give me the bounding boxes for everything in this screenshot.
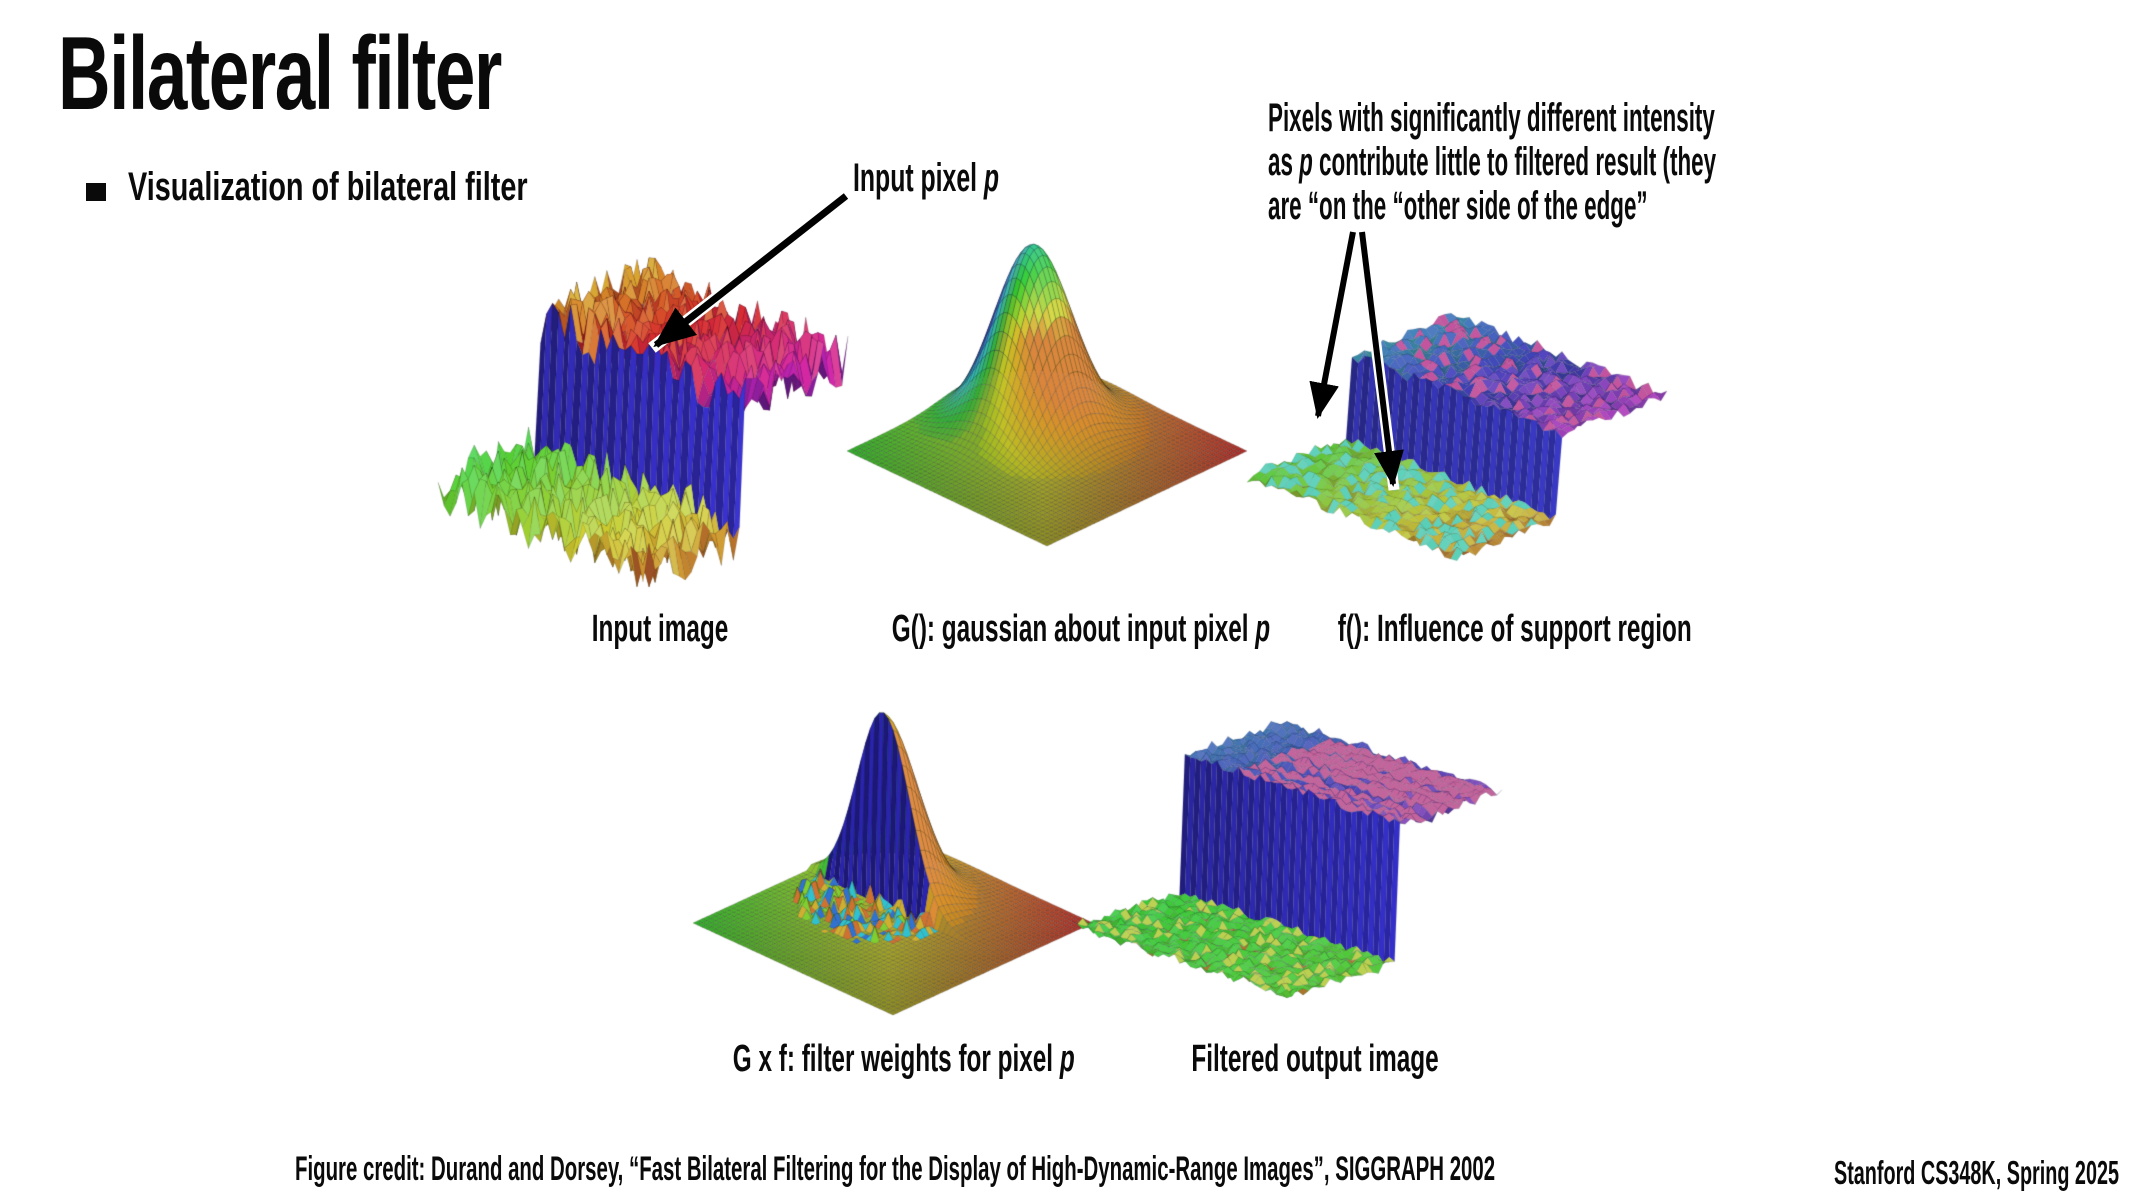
caption-weights-text: G x f: filter weights for pixel — [732, 1038, 1060, 1080]
note-annotation: Pixels with significantly different inte… — [1268, 96, 1716, 228]
page-title: Bilateral filter — [58, 16, 502, 132]
caption-output: Filtered output image — [1168, 1040, 1462, 1078]
caption-input-image: Input image — [513, 610, 807, 648]
caption-influence-text: f(): Influence of support region — [1337, 608, 1692, 650]
gaussian-surface-plot — [842, 232, 1252, 592]
input-image-surface-plot — [428, 250, 858, 620]
caption-input-image-text: Input image — [591, 608, 729, 650]
caption-weights-emph: p — [1059, 1038, 1075, 1080]
course-footer: Stanford CS348K, Spring 2025 — [1834, 1154, 2119, 1191]
note-line-1: Pixels with significantly different inte… — [1268, 96, 1715, 140]
filter-weights-surface-plot — [688, 700, 1098, 1030]
input-pixel-label: Input pixel p — [853, 158, 999, 198]
input-pixel-label-text: Input pixel — [853, 156, 984, 200]
figure-credit: Figure credit: Durand and Dorsey, “Fast … — [295, 1150, 1496, 1188]
filtered-output-surface-plot — [1062, 688, 1522, 1018]
note-line-2-post: contribute little to filtered result (th… — [1312, 140, 1717, 184]
caption-gaussian-text: G(): gaussian about input pixel — [891, 608, 1256, 650]
note-line-2: as p contribute little to filtered resul… — [1268, 140, 1716, 184]
bullet-square-icon — [86, 183, 106, 201]
caption-output-text: Filtered output image — [1191, 1038, 1439, 1080]
note-line-2-emph: p — [1299, 140, 1313, 184]
caption-gaussian: G(): gaussian about input pixel p — [892, 610, 1270, 648]
influence-surface-plot — [1242, 298, 1672, 608]
input-pixel-label-emph: p — [983, 156, 1000, 200]
bullet-item: Visualization of bilateral filter — [128, 165, 528, 209]
note-line-3: are “on the “other side of the edge” — [1268, 184, 1648, 228]
caption-weights: G x f: filter weights for pixel p — [733, 1040, 1075, 1078]
caption-gaussian-emph: p — [1255, 608, 1271, 650]
caption-influence: f(): Influence of support region — [1338, 610, 1692, 648]
note-line-2-pre: as — [1268, 140, 1300, 184]
